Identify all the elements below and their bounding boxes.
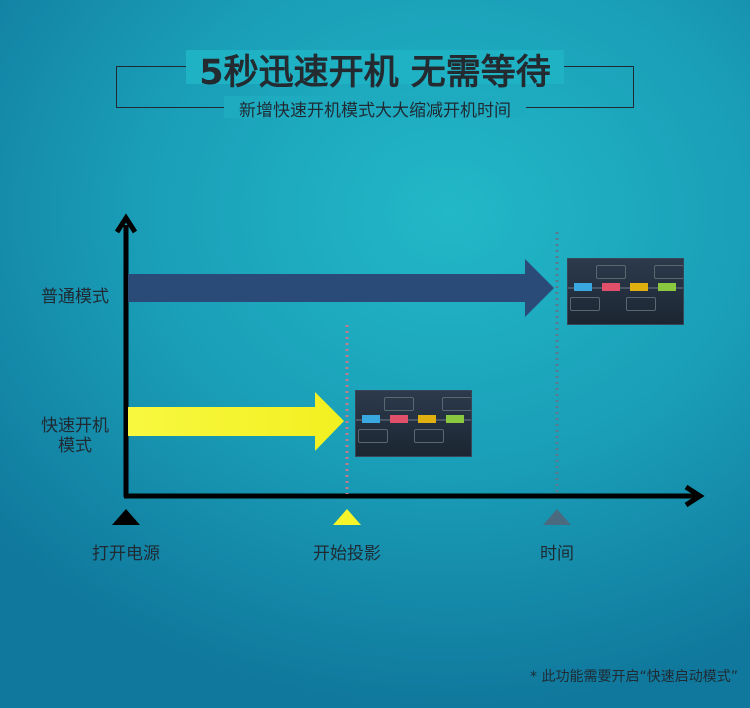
fast-mode-label-line1: 快速开机	[41, 416, 109, 436]
thumbnail-callout	[384, 397, 414, 411]
x-axis-arrowhead	[684, 484, 705, 508]
screen-thumbnail-normal	[567, 258, 684, 325]
y-axis-arrowhead	[114, 213, 138, 234]
fast-mode-arrow	[128, 392, 344, 451]
power-on-label: 打开电源	[92, 544, 160, 564]
thumbnail-step	[362, 415, 380, 423]
time-axis-label: 时间	[540, 544, 574, 564]
thumbnail-callout	[654, 265, 683, 279]
page-subtitle: 新增快速开机模式大大缩减开机时间	[239, 101, 511, 121]
thumbnail-step	[602, 283, 620, 291]
thumbnail-step	[418, 415, 436, 423]
projection-marker	[333, 509, 361, 525]
thumbnail-callout	[570, 297, 600, 311]
thumbnail-callout	[414, 429, 444, 443]
thumbnail-step	[390, 415, 408, 423]
thumbnail-timeline	[356, 419, 471, 421]
title-backdrop	[186, 50, 564, 84]
thumbnail-step	[574, 283, 592, 291]
screen-thumbnail-fast	[355, 390, 472, 457]
thumbnail-step	[658, 283, 676, 291]
start-marker	[112, 509, 140, 525]
subtitle-backdrop	[224, 96, 526, 118]
page-title: 5秒迅速开机 无需等待	[199, 53, 551, 93]
time-marker	[543, 509, 571, 525]
fast-mode-label-line2: 模式	[58, 436, 92, 456]
thumbnail-callout	[358, 429, 388, 443]
footnote: * 此功能需要开启“快速启动模式”	[530, 669, 738, 685]
normal-mode-label: 普通模式	[41, 287, 109, 307]
thumbnail-step	[446, 415, 464, 423]
thumbnail-step	[630, 283, 648, 291]
thumbnail-callout	[626, 297, 656, 311]
normal-mode-arrow	[128, 259, 554, 317]
thumbnail-callout	[442, 397, 471, 411]
thumbnail-timeline	[568, 287, 683, 289]
thumbnail-callout	[596, 265, 626, 279]
projection-start-label: 开始投影	[313, 544, 381, 564]
